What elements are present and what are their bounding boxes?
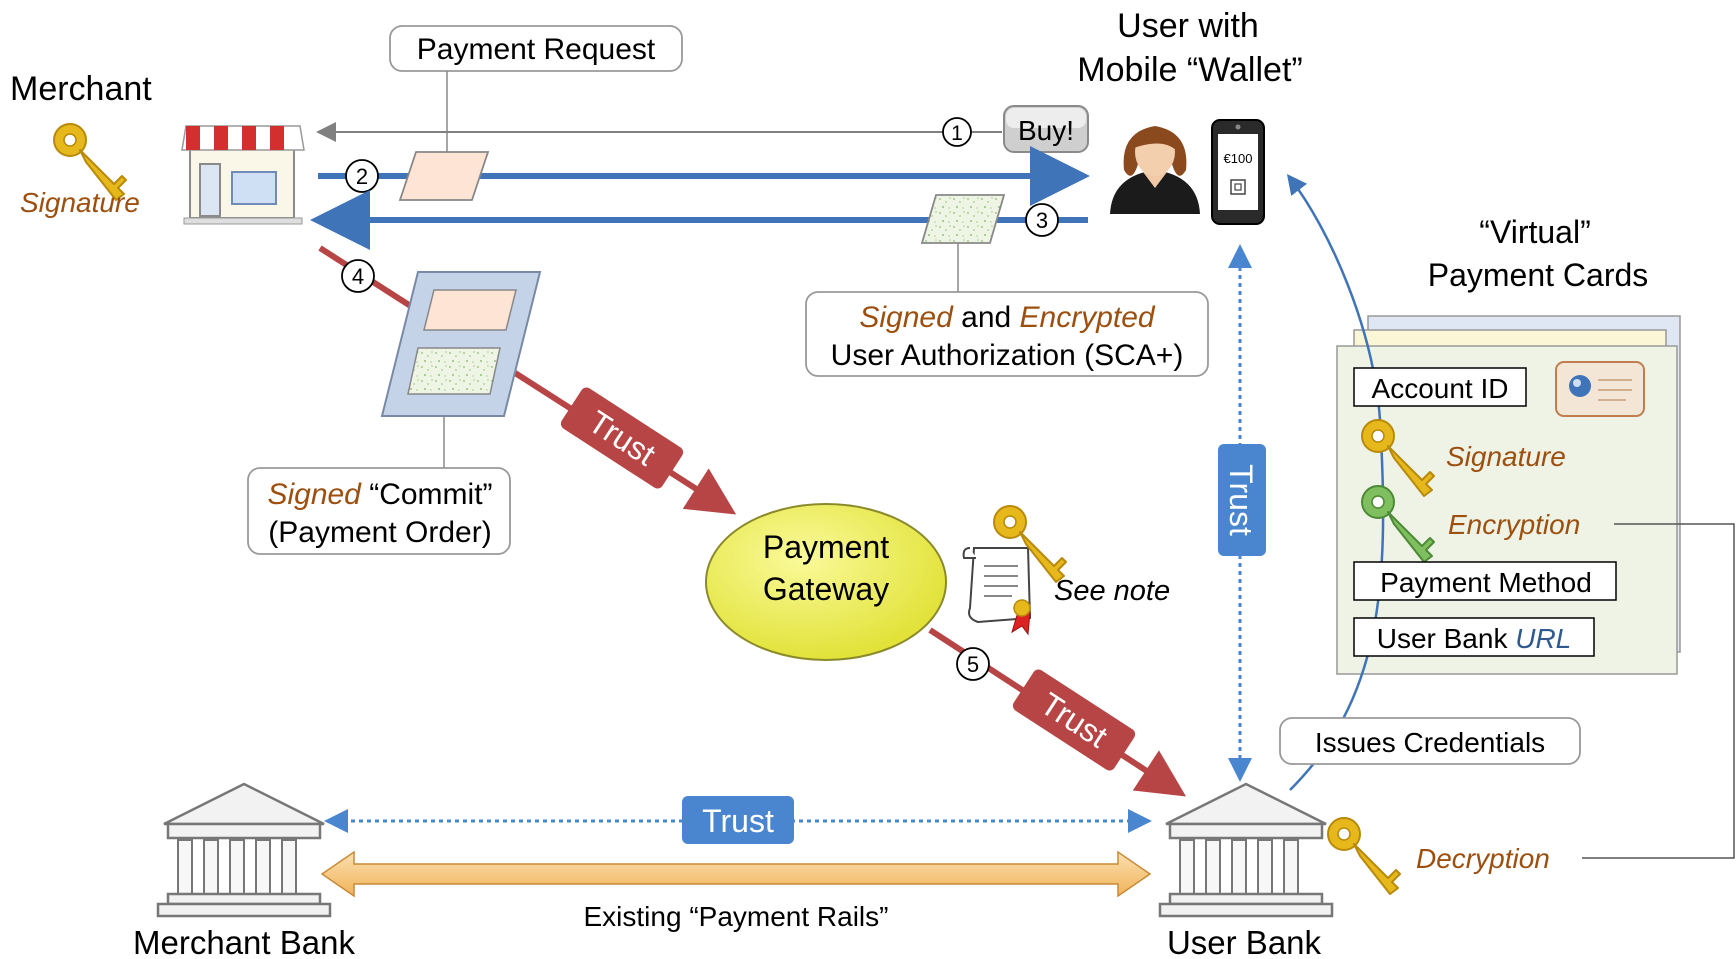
merchant-bank-icon — [156, 782, 332, 918]
svg-text:5: 5 — [967, 652, 979, 677]
user-authorization-box — [805, 291, 1209, 377]
payment-rails-arrow — [320, 850, 1152, 898]
commit-doc — [380, 271, 542, 417]
user-avatar-icon — [1110, 126, 1200, 214]
trust-badge-gateway-bank: Trust — [1012, 669, 1136, 771]
account-id-field — [1353, 367, 1527, 407]
card-signature-label: Signature — [1446, 441, 1566, 472]
svg-text:2: 2 — [356, 164, 368, 189]
payment-rails-label: Existing “Payment Rails” — [584, 901, 889, 932]
svg-text:Trust: Trust — [702, 803, 774, 839]
certificate-icon — [962, 547, 1032, 636]
payment-method-label: Payment Method — [1380, 567, 1592, 598]
merchant-bank-label: Merchant Bank — [133, 924, 355, 959]
user-bank-icon — [1158, 782, 1334, 918]
commit-line2: (Payment Order) — [268, 516, 491, 549]
svg-text:4: 4 — [352, 264, 364, 289]
decryption-label: Decryption — [1416, 843, 1550, 874]
user-authorization-line2: User Authorization (SCA+) — [831, 339, 1184, 372]
user-title-line1: User with — [1117, 7, 1259, 45]
step1-circle — [942, 117, 972, 147]
virtual-cards-line2: Payment Cards — [1428, 257, 1649, 293]
merchant-title: Merchant — [10, 70, 152, 108]
see-note-label: See note — [1054, 575, 1170, 607]
gateway-line2: Gateway — [763, 571, 889, 607]
trust-badge-vertical: Trust — [1218, 444, 1266, 556]
commit-line1: Signed “Commit” — [267, 478, 492, 511]
user-bank-url-label: User Bank URL — [1377, 623, 1572, 654]
payment-request-label: Payment Request — [417, 33, 656, 66]
issues-credentials-box — [1279, 717, 1581, 765]
user-title-line2: Mobile “Wallet” — [1077, 51, 1302, 89]
account-id-label: Account ID — [1372, 373, 1509, 404]
user-authorization-doc — [920, 194, 1006, 244]
encryption-decryption-link — [1582, 523, 1735, 859]
mobile-wallet-icon: €100 — [1211, 119, 1265, 225]
store-icon — [181, 125, 305, 225]
user-authorization-line1: Signed and Encrypted — [859, 301, 1156, 334]
gateway-line1: Payment — [763, 529, 889, 565]
svg-text:Trust: Trust — [1223, 464, 1259, 536]
issues-credentials-label: Issues Credentials — [1315, 727, 1545, 758]
svg-text:1: 1 — [951, 122, 963, 145]
merchant-signature-label: Signature — [20, 187, 140, 218]
user-bank-url-field — [1353, 617, 1595, 657]
virtual-cards-line1: “Virtual” — [1479, 214, 1590, 250]
trust-badge-merchant-gateway: Trust — [560, 387, 684, 489]
commit-box — [247, 467, 511, 555]
svg-text:3: 3 — [1036, 208, 1048, 233]
buy-button[interactable]: Buy! — [1003, 105, 1089, 153]
id-card-icon — [1555, 361, 1645, 417]
payment-request-doc — [398, 151, 490, 201]
decryption-key-icon — [1327, 817, 1401, 895]
user-bank-label: User Bank — [1167, 924, 1322, 959]
payment-request-box — [389, 25, 683, 72]
wallet-amount: €100 — [1224, 151, 1253, 166]
buy-label: Buy! — [1018, 115, 1074, 146]
payment-method-field — [1353, 561, 1617, 601]
payment-gateway — [705, 503, 947, 661]
card-encryption-label: Encryption — [1448, 509, 1580, 540]
trust-badge-banks: Trust — [682, 796, 794, 844]
